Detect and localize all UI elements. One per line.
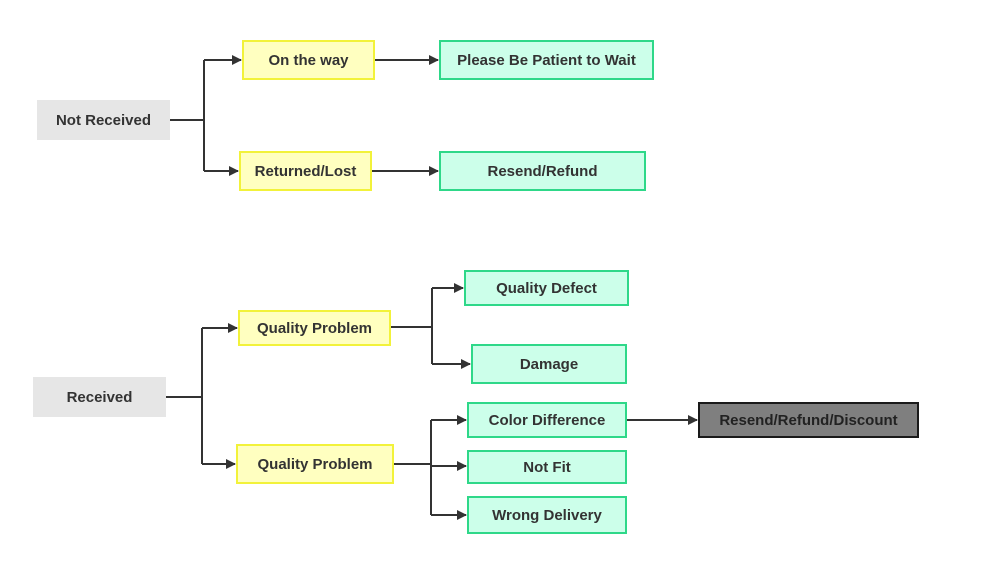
connector-quality-problem-2-trunk [393,420,432,515]
connector-not-received-trunk [170,60,205,171]
on-the-way-node: On the way [242,40,375,80]
quality-problem-node-1: Quality Problem [238,310,391,346]
not-received-node: Not Received [37,100,170,140]
wrong-delivery-node: Wrong Delivery [467,496,627,534]
not-fit-node: Not Fit [467,450,627,484]
connector-received-trunk [164,328,203,464]
resend-refund-node: Resend/Refund [439,151,646,191]
damage-node: Damage [471,344,627,384]
connector-quality-problem-1-trunk [391,288,433,364]
resend-refund-discount-node: Resend/Refund/Discount [698,402,919,438]
quality-problem-node-2: Quality Problem [236,444,394,484]
returned-lost-node: Returned/Lost [239,151,372,191]
quality-defect-node: Quality Defect [464,270,629,306]
received-node: Received [33,377,166,417]
please-be-patient-node: Please Be Patient to Wait [439,40,654,80]
color-difference-node: Color Difference [467,402,627,438]
